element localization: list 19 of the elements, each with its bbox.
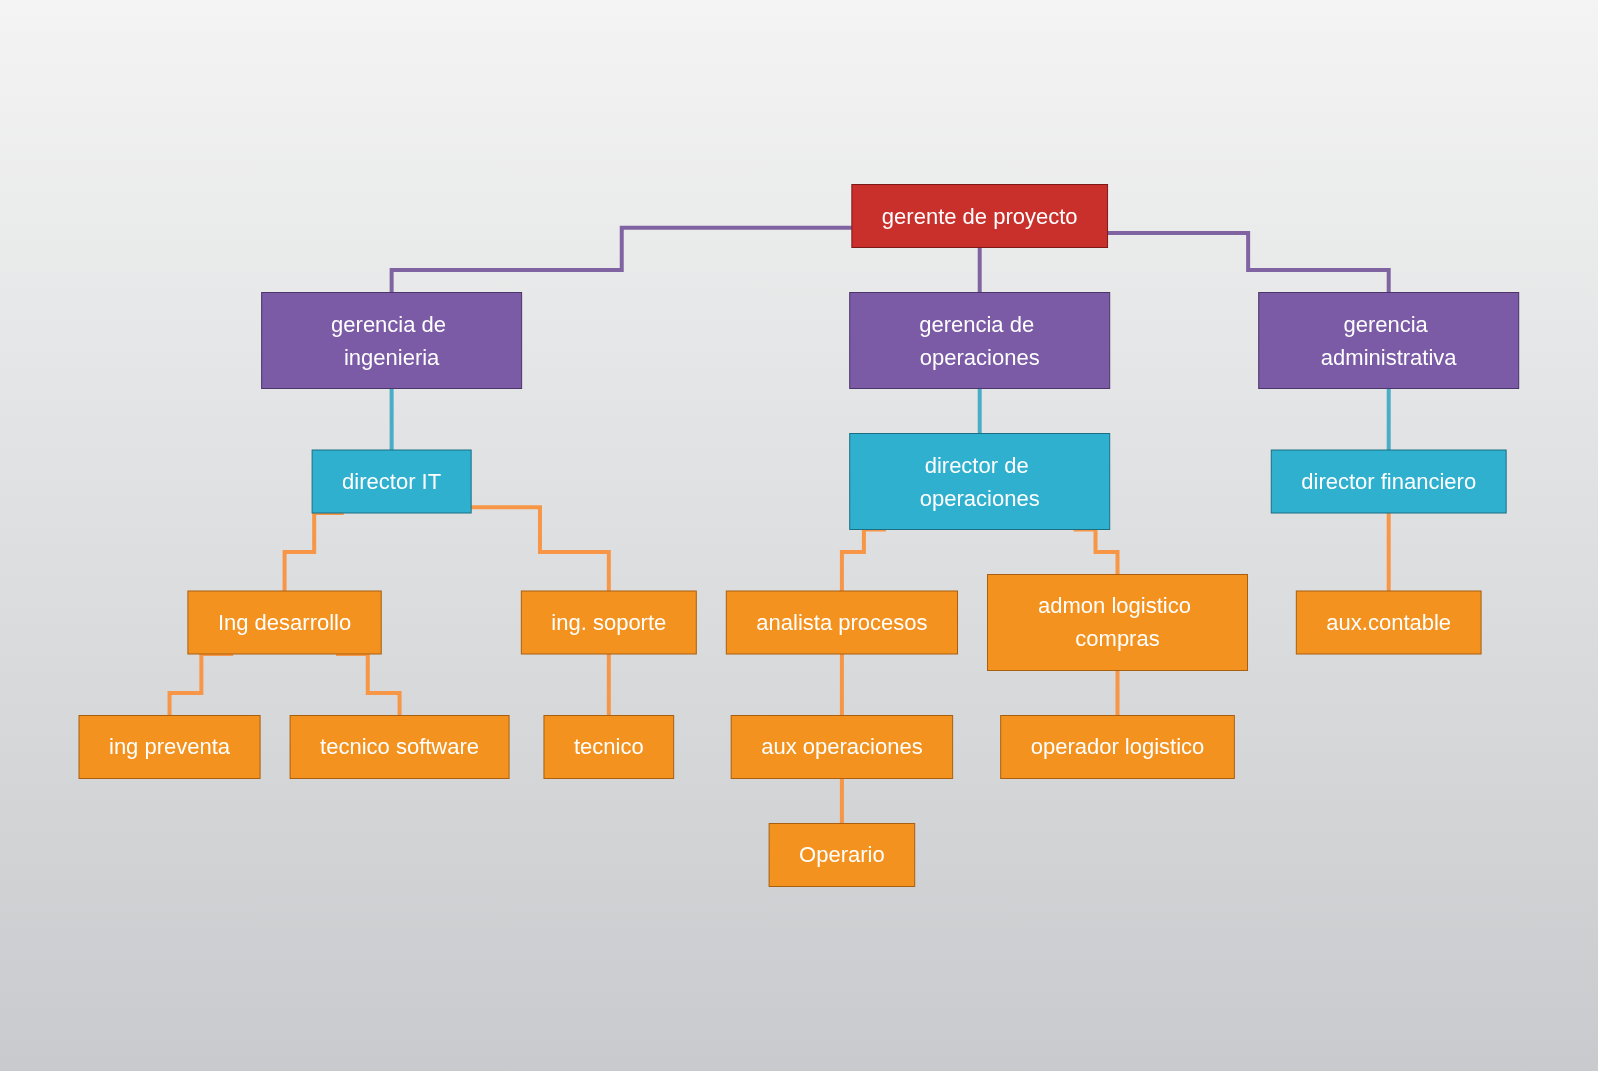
node-box: operador logistico bbox=[1000, 715, 1235, 779]
node-box: Ing desarrollo bbox=[187, 590, 382, 655]
node-box: director IT bbox=[311, 449, 472, 514]
node-box: director de operaciones bbox=[849, 433, 1111, 530]
node-box: gerencia de ingenieria bbox=[261, 292, 523, 389]
node-box: ing preventa bbox=[78, 715, 261, 779]
node-box: aux operaciones bbox=[730, 715, 954, 779]
node-box: admon logistico compras bbox=[987, 574, 1249, 671]
node-box: ing. soporte bbox=[520, 590, 697, 655]
node-box: aux.contable bbox=[1295, 590, 1482, 655]
node-box: gerente de proyecto bbox=[851, 184, 1109, 248]
node-box: director financiero bbox=[1270, 449, 1507, 514]
connector bbox=[471, 505, 611, 593]
node-box: tecnico software bbox=[289, 715, 510, 779]
node-box: gerencia de operaciones bbox=[849, 292, 1111, 389]
node-box: Operario bbox=[768, 823, 916, 887]
node-box: tecnico bbox=[543, 715, 675, 779]
node-box: gerencia administrativa bbox=[1258, 292, 1520, 389]
node-box: analista procesos bbox=[725, 590, 959, 655]
